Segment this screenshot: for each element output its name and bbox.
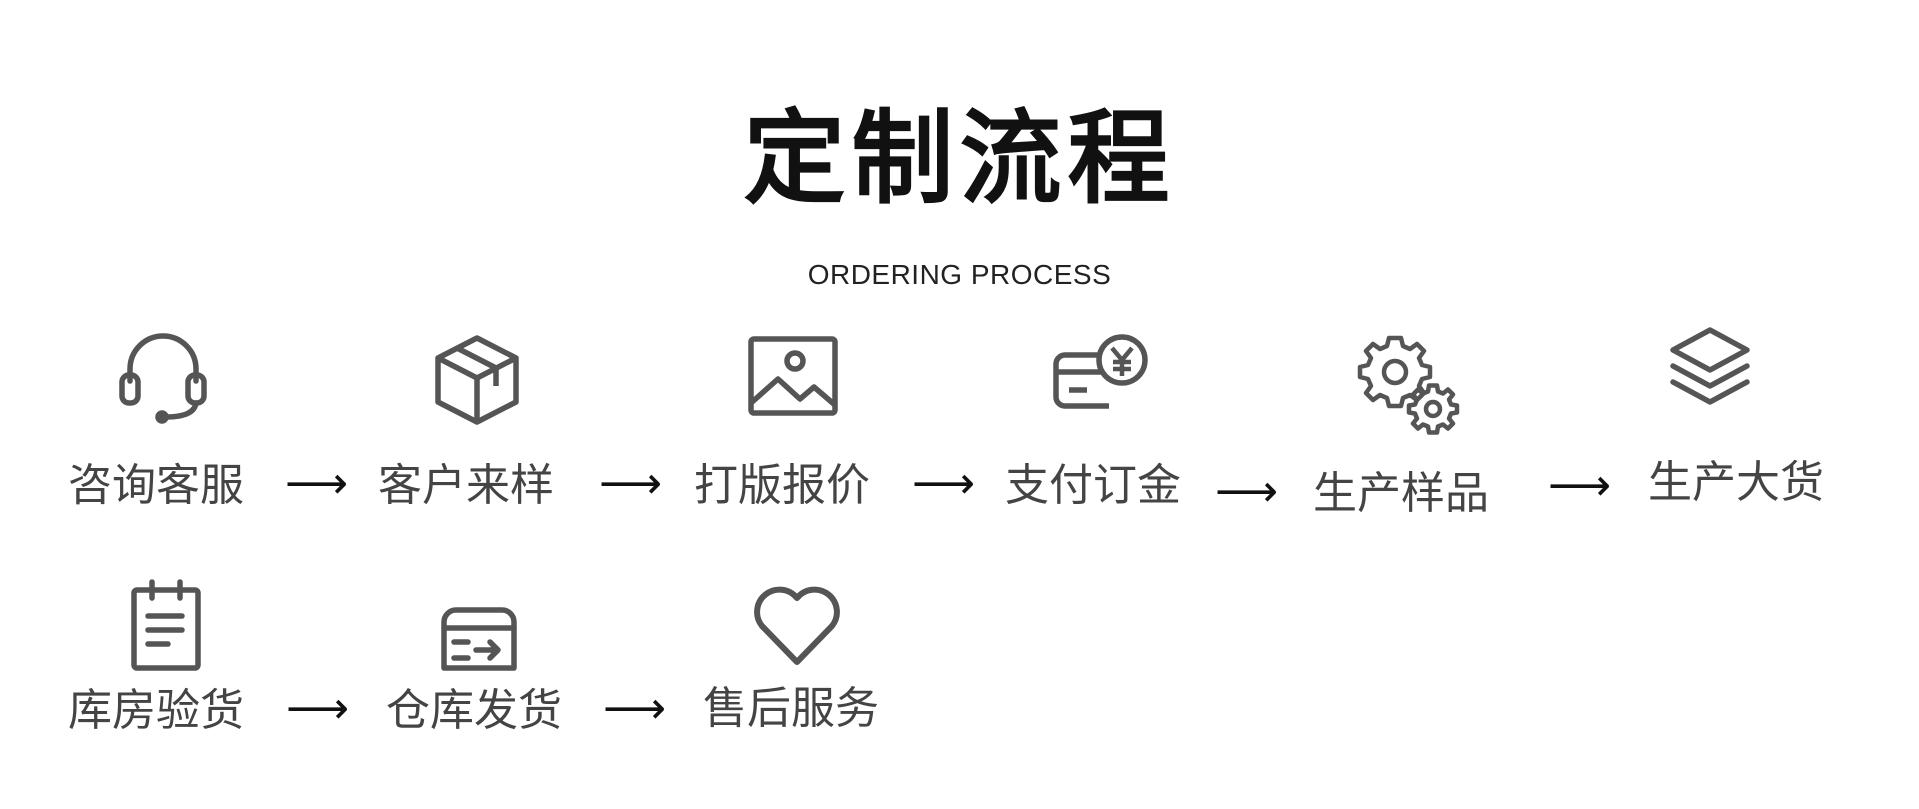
flow-arrow: ⟶ [285, 458, 349, 509]
step-produce-sample-label: 生产样品 [1313, 468, 1489, 519]
flow-arrow: ⟶ [1215, 466, 1279, 517]
step-after-sales-label: 售后服务 [703, 683, 879, 734]
step-deposit-label: 支付订金 [1005, 460, 1181, 511]
step-inspection-label: 库房验货 [68, 685, 244, 736]
flow-arrow: ⟶ [912, 458, 976, 509]
flow-arrow: ⟶ [286, 683, 350, 734]
flow-arrow: ⟶ [599, 458, 663, 509]
card-yen-icon [1043, 318, 1153, 428]
page-title: 定制流程 [743, 100, 1176, 219]
image-icon [738, 323, 848, 433]
step-consult-label: 咨询客服 [68, 460, 244, 511]
clipboard-icon [112, 570, 222, 680]
step-quote-label: 打版报价 [694, 460, 870, 511]
flow-arrow: ⟶ [603, 683, 667, 734]
step-shipping-label: 仓库发货 [386, 685, 562, 736]
warehouse-icon [424, 578, 534, 688]
page-subtitle: ORDERING PROCESS [807, 259, 1112, 290]
step-mass-production-label: 生产大货 [1648, 457, 1824, 508]
box-icon [422, 324, 532, 434]
headset-icon [108, 321, 218, 431]
layers-icon [1655, 314, 1765, 424]
gears-icon [1353, 330, 1463, 440]
heart-icon [742, 568, 852, 678]
step-sample-label: 客户来样 [378, 460, 554, 511]
flow-arrow: ⟶ [1548, 460, 1612, 511]
